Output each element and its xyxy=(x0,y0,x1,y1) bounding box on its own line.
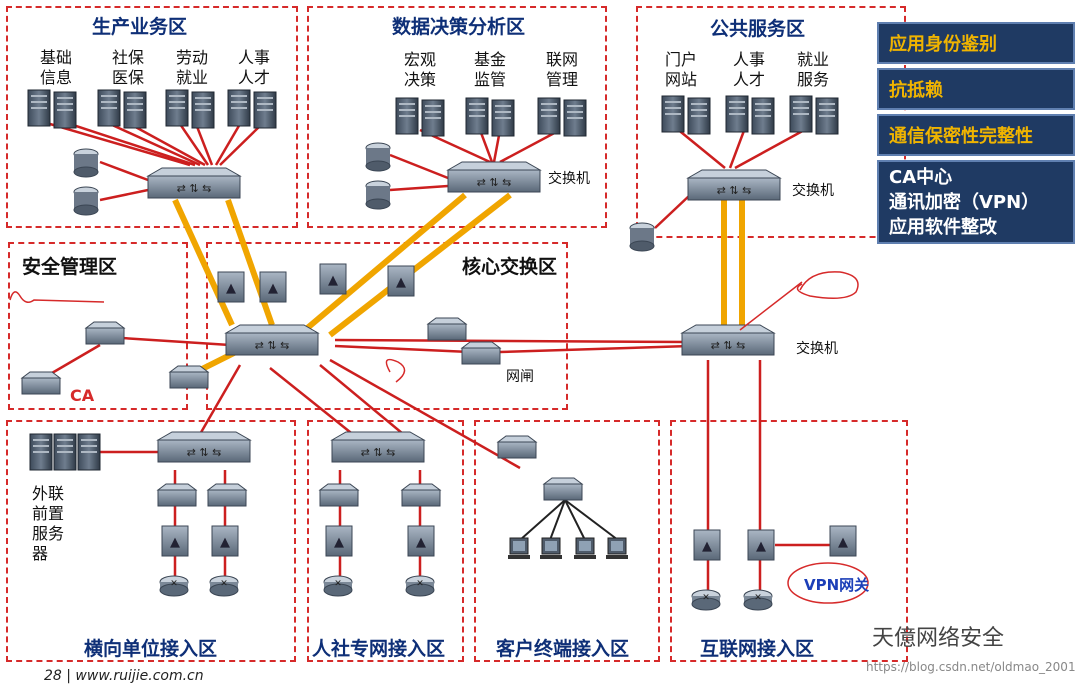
internet-title: 互联网接入区 xyxy=(700,638,815,660)
zone-analysis xyxy=(307,6,607,228)
server-label-4: 人事 人才 xyxy=(237,48,270,87)
footer-url: 28 | www.ruijie.com.cn xyxy=(44,668,204,684)
handwritten-marks xyxy=(9,271,869,604)
server-label-1: 基础 信息 xyxy=(39,48,72,87)
public-switch-label: 交换机 xyxy=(792,183,834,199)
analysis-title: 数据决策分析区 xyxy=(392,16,526,38)
panel-ca-line-2: 通讯加密（VPN） xyxy=(889,191,1040,213)
public-title: 公共服务区 xyxy=(710,18,806,40)
client-title: 客户终端接入区 xyxy=(496,638,630,660)
panel-ca-line-1: CA中心 xyxy=(889,166,953,188)
core-title: 核心交换区 xyxy=(462,256,558,278)
zone-core xyxy=(206,242,568,410)
horizontal-title: 横向单位接入区 xyxy=(84,638,218,660)
zone-security xyxy=(8,242,188,410)
frontend-server-label: 外联 前置 服务 器 xyxy=(32,484,65,563)
panel-item-ca: CA中心 通讯加密（VPN） 应用软件整改 xyxy=(877,160,1075,244)
hrss-title: 人社专网接入区 xyxy=(312,638,446,660)
panel-item-nonrepudiation: 抗抵赖 xyxy=(877,68,1075,110)
analysis-switch-label: 交换机 xyxy=(548,171,590,187)
server-label-2: 社保 医保 xyxy=(111,48,144,87)
zone-hrss xyxy=(307,420,464,662)
watermark-text: 天億网络安全 xyxy=(872,626,1005,651)
panel-item-identity: 应用身份鉴别 xyxy=(877,22,1075,64)
client-links xyxy=(519,499,619,541)
panel-ca-line-3: 应用软件整改 xyxy=(889,216,997,238)
vpn-label: VPN网关 xyxy=(804,576,870,594)
public-label-1: 门户 网站 xyxy=(664,50,697,89)
internet-switch-label: 交换机 xyxy=(796,341,838,357)
watermark-url: https://blog.csdn.net/oldmao_2001 xyxy=(866,660,1076,674)
zone-production xyxy=(6,6,298,228)
analysis-label-2: 基金 监管 xyxy=(473,50,506,89)
ca-label: CA xyxy=(70,386,95,405)
server-label-3: 劳动 就业 xyxy=(175,48,208,87)
zone-horizontal xyxy=(6,420,296,662)
panel-item-confidentiality: 通信保密性完整性 xyxy=(877,114,1075,156)
analysis-label-1: 宏观 决策 xyxy=(403,50,436,89)
public-label-2: 人事 人才 xyxy=(732,50,765,89)
public-label-3: 就业 服务 xyxy=(796,50,829,89)
production-title: 生产业务区 xyxy=(92,16,188,38)
zone-client xyxy=(474,420,660,662)
security-title: 安全管理区 xyxy=(22,256,118,278)
zone-internet xyxy=(670,420,908,662)
analysis-label-3: 联网 管理 xyxy=(545,50,578,89)
gateway-label: 网闸 xyxy=(506,369,534,385)
